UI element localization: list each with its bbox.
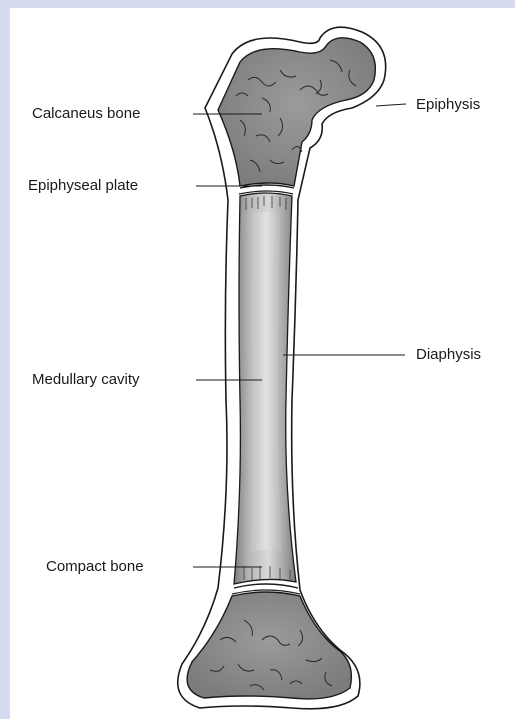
label-diaphysis: Diaphysis [416, 346, 481, 364]
label-calcaneus-bone: Calcaneus bone [32, 105, 140, 123]
label-epiphyseal-plate: Epiphyseal plate [28, 177, 138, 195]
label-epiphysis: Epiphysis [416, 96, 480, 114]
medullary-cavity-region [250, 212, 282, 552]
leader-epiphysis [376, 104, 406, 106]
label-compact-bone: Compact bone [46, 558, 144, 576]
label-medullary-cavity: Medullary cavity [32, 371, 140, 389]
proximal-epiphysis [218, 38, 375, 186]
